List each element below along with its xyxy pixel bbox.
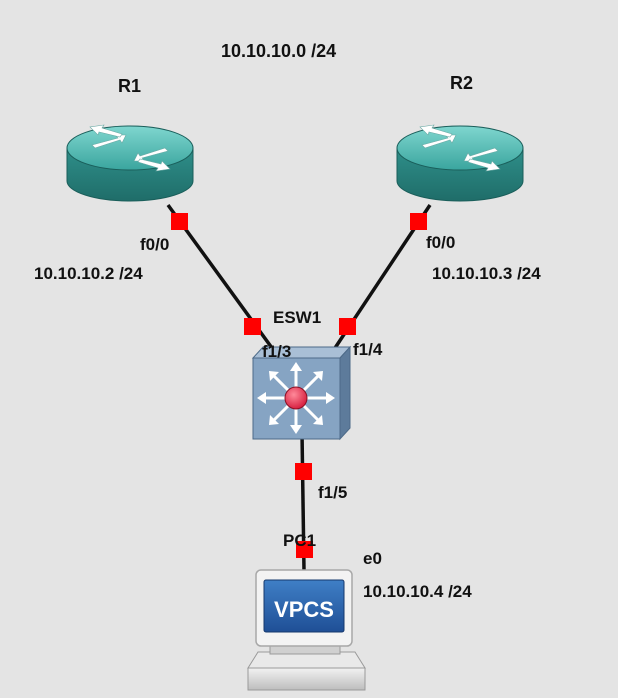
network-label: 10.10.10.0 /24 [221,41,336,61]
port-marker-r2-f0-0[interactable] [410,213,427,230]
port-marker-pc1-e0[interactable] [296,541,313,558]
port-marker-esw1-f1-4[interactable] [339,318,356,335]
ip-label-r2: 10.10.10.3 /24 [432,264,541,283]
port-label-esw1-f1-3: f1/3 [262,342,291,361]
node-label-esw1: ESW1 [273,308,321,327]
port-label-esw1-f1-5: f1/5 [318,483,347,502]
port-marker-r1-f0-0[interactable] [171,213,188,230]
router-arrows-icon [89,124,171,172]
switch-esw1[interactable] [251,345,352,441]
router-arrows-icon [419,124,501,172]
vpcs-screen-label: VPCS [274,597,334,622]
port-label-esw1-f1-4: f1/4 [353,340,383,359]
router-r1[interactable] [66,124,194,202]
switch-center-icon [284,386,308,410]
ip-label-pc1: 10.10.10.4 /24 [363,582,472,601]
port-label-r2-f0-0: f0/0 [426,233,455,252]
port-label-r1-f0-0: f0/0 [140,235,169,254]
port-marker-esw1-f1-5[interactable] [295,463,312,480]
port-marker-esw1-f1-3[interactable] [244,318,261,335]
node-label-r1: R1 [118,76,141,96]
port-label-pc1-e0: e0 [363,549,382,568]
router-r2[interactable] [396,124,524,202]
ip-label-r1: 10.10.10.2 /24 [34,264,143,283]
node-label-pc1: PC1 [283,531,316,550]
node-label-r2: R2 [450,73,473,93]
pc-vpcs[interactable]: VPCS [247,569,366,691]
